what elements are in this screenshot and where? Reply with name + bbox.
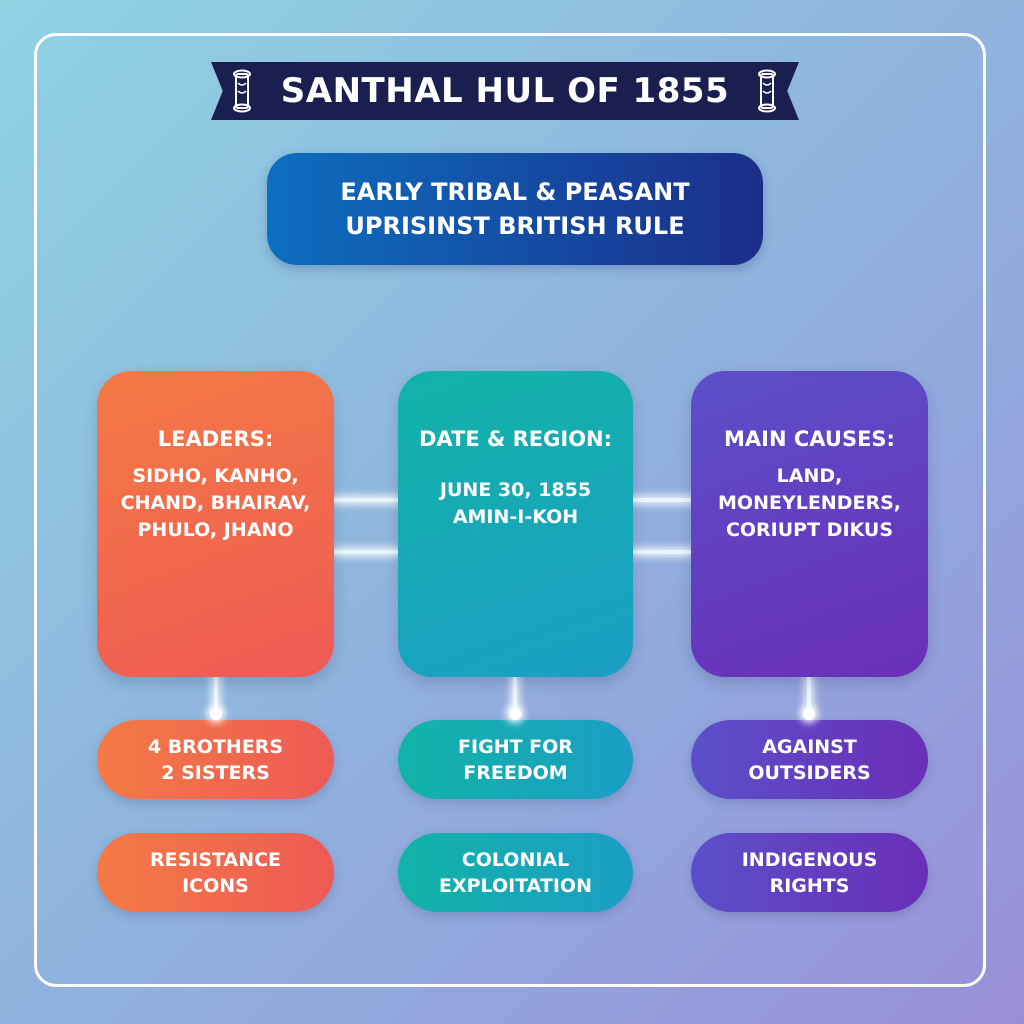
card-body: JUNE 30, 1855 AMIN-I-KOH <box>398 477 633 531</box>
pill-line: RESISTANCE <box>149 848 282 871</box>
card-heading: DATE & REGION: <box>418 427 613 451</box>
pill-line: OUTSIDERS <box>748 761 871 784</box>
title-ribbon <box>211 62 799 120</box>
card-body-line: CORIUPT DIKUS <box>725 519 894 541</box>
subtitle-box: EARLY TRIBAL & PEASANT UPRISINST BRITISH… <box>267 153 763 265</box>
page-title: SANTHAL HUL OF 1855 <box>280 71 730 111</box>
connector-dot <box>803 708 815 720</box>
subtitle-line: EARLY TRIBAL & PEASANT <box>340 178 690 206</box>
pill-line: 4 BROTHERS <box>147 735 284 758</box>
card-heading: MAIN CAUSES: <box>724 427 895 451</box>
card-body-line: SIDHO, KANHO, <box>132 465 299 487</box>
detail-pill: INDIGENOUS RIGHTS <box>691 833 928 912</box>
detail-pill: FIGHT FOR FREEDOM <box>398 720 633 799</box>
card-body-line: AMIN-I-KOH <box>452 506 579 528</box>
card-body: LAND, MONEYLENDERS, CORIUPT DIKUS <box>691 463 928 544</box>
connector-line <box>334 550 398 554</box>
detail-pill: 4 BROTHERS 2 SISTERS <box>97 720 334 799</box>
leaders-card: LEADERS: SIDHO, KANHO, CHAND, BHAIRAV, P… <box>97 371 334 677</box>
card-body: SIDHO, KANHO, CHAND, BHAIRAV, PHULO, JHA… <box>97 463 334 544</box>
card-body-line: JUNE 30, 1855 <box>439 479 592 501</box>
card-body-line: MONEYLENDERS, <box>718 492 901 514</box>
card-body-line: LAND, <box>776 465 843 487</box>
pill-line: AGAINST <box>762 735 857 758</box>
pill-line: EXPLOITATION <box>438 874 592 897</box>
connector-line <box>214 677 218 713</box>
connector-line <box>334 498 398 502</box>
connector-line <box>807 677 811 713</box>
pill-line: RIGHTS <box>769 874 850 897</box>
pill-line: COLONIAL <box>461 848 570 871</box>
card-body-line: PHULO, JHANO <box>137 519 294 541</box>
card-body-line: CHAND, BHAIRAV, <box>120 492 311 514</box>
scroll-icon <box>758 69 776 113</box>
scroll-icon <box>233 69 251 113</box>
connector-line <box>513 677 517 713</box>
date-region-card: DATE & REGION: JUNE 30, 1855 AMIN-I-KOH <box>398 371 633 677</box>
pill-line: INDIGENOUS <box>741 848 878 871</box>
connector-dot <box>210 708 222 720</box>
connector-dot <box>509 708 521 720</box>
connector-line <box>633 550 691 554</box>
connector-line <box>633 498 691 502</box>
pill-line: ICONS <box>182 874 249 897</box>
card-heading: LEADERS: <box>157 427 274 451</box>
pill-line: FREEDOM <box>463 761 568 784</box>
pill-line: 2 SISTERS <box>161 761 270 784</box>
detail-pill: AGAINST OUTSIDERS <box>691 720 928 799</box>
subtitle-line: UPRISINST BRITISH RULE <box>345 212 685 240</box>
detail-pill: RESISTANCE ICONS <box>97 833 334 912</box>
main-causes-card: MAIN CAUSES: LAND, MONEYLENDERS, CORIUPT… <box>691 371 928 677</box>
detail-pill: COLONIAL EXPLOITATION <box>398 833 633 912</box>
diagram-frame <box>34 33 986 987</box>
pill-line: FIGHT FOR <box>458 735 573 758</box>
